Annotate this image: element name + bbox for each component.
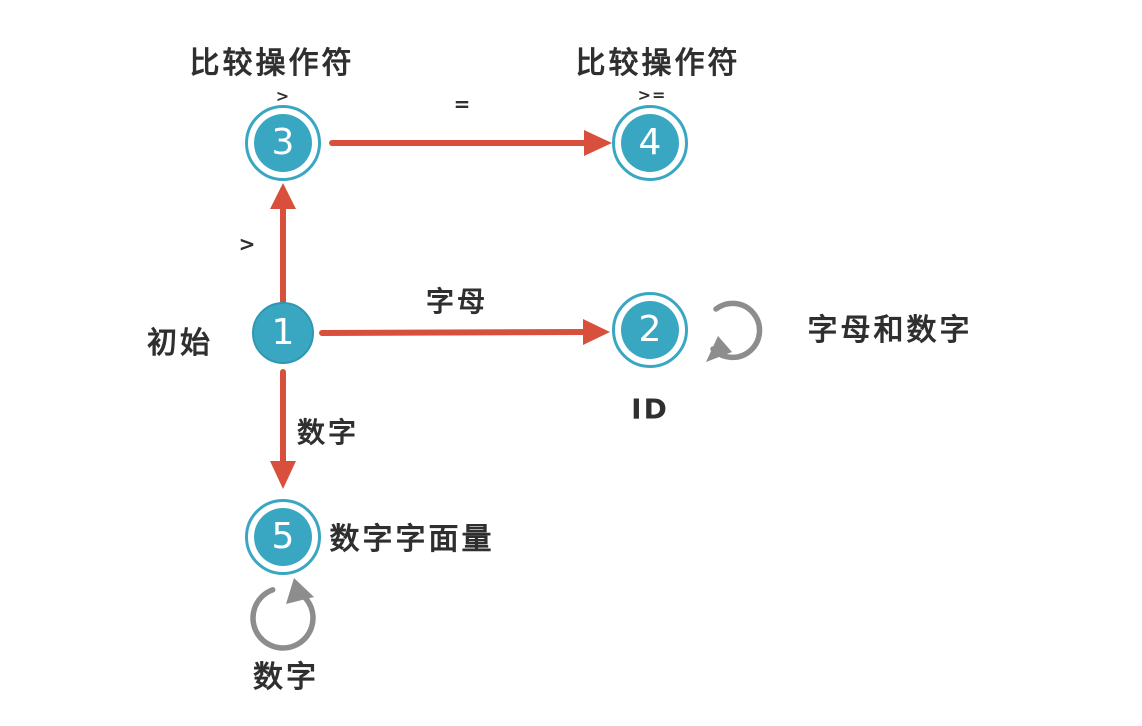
- transition-1-2-label: 字母: [425, 285, 489, 318]
- edge-3-to-4-arrowhead: [584, 130, 612, 156]
- state-3-number: 3: [254, 114, 312, 172]
- edge-1-to-2-line: [319, 329, 587, 336]
- transition-3-4-label: =: [453, 92, 471, 116]
- state-4-caption: 比较操作符: [575, 46, 741, 81]
- self-loop-state-5-arc: [250, 587, 316, 651]
- self-loop-state-2-arrowhead: [706, 336, 732, 362]
- state-1-node: 1: [252, 302, 314, 364]
- state-1-caption: 初始: [147, 326, 213, 361]
- state-3-node: 3: [245, 105, 321, 181]
- state-5-node: 5: [245, 499, 321, 575]
- edge-1-to-5: [270, 369, 296, 489]
- self-loop-state-2: [706, 300, 763, 362]
- state-2-node: 2: [612, 292, 688, 368]
- state-4-number: 4: [621, 114, 679, 172]
- state-2-self-loop-label: 字母和数字: [807, 313, 973, 348]
- state-5-number: 5: [254, 508, 312, 566]
- state-4-node: 4: [612, 105, 688, 181]
- state-4-annotation: >=: [637, 85, 667, 105]
- self-loop-state-2-arc: [710, 300, 763, 361]
- self-loop-state-5-arrowhead: [286, 578, 314, 604]
- edge-1-to-5-arrowhead: [270, 461, 296, 489]
- state-2-number: 2: [621, 301, 679, 359]
- edge-1-to-2-arrowhead: [583, 319, 610, 345]
- state-5-self-loop-label: 数字: [253, 660, 319, 695]
- state-5-caption: 数字字面量: [329, 522, 495, 557]
- transition-1-5-label: 数字: [296, 416, 360, 449]
- edge-1-to-3-arrowhead: [270, 183, 296, 209]
- self-loop-state-5: [250, 578, 316, 651]
- state-3-caption: 比较操作符: [189, 46, 355, 81]
- state-2-caption: ID: [631, 392, 669, 426]
- state-3-annotation: >: [275, 86, 291, 106]
- edge-1-to-3: [270, 183, 296, 306]
- edge-1-to-2: [319, 319, 610, 345]
- transition-1-3-label: >: [238, 232, 256, 256]
- edge-3-to-4: [329, 130, 612, 156]
